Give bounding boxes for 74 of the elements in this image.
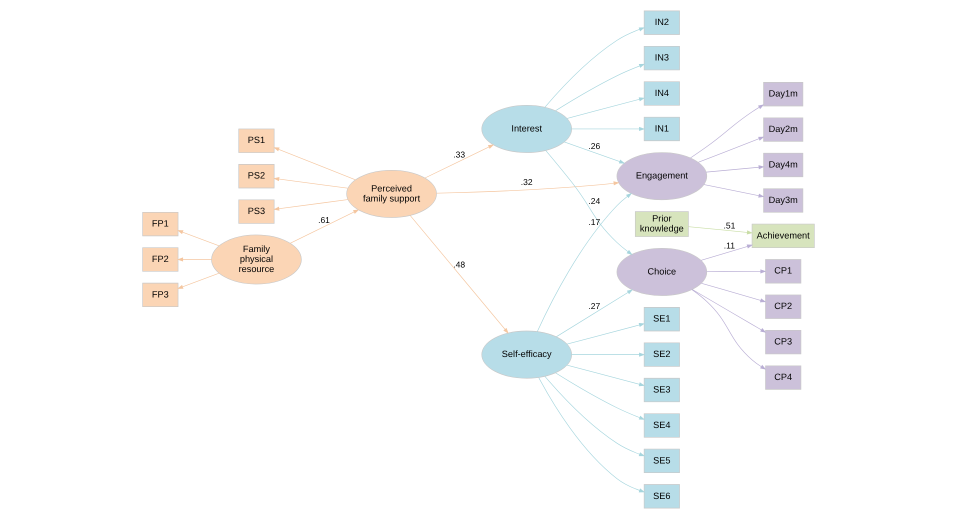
edge-label: .33 bbox=[452, 149, 465, 160]
node-box: Prior knowledge bbox=[634, 211, 688, 237]
node-box: IN3 bbox=[643, 46, 680, 70]
node-box: SE6 bbox=[643, 484, 680, 508]
node-box: Day2m bbox=[762, 117, 803, 142]
arrow bbox=[554, 64, 645, 112]
node-box: SE2 bbox=[643, 342, 680, 367]
arrow bbox=[692, 289, 766, 333]
arrow bbox=[272, 147, 356, 180]
arrow bbox=[703, 184, 764, 198]
arrow bbox=[555, 289, 632, 338]
arrow bbox=[698, 136, 764, 163]
arrow bbox=[290, 209, 359, 244]
node-ellipse: Self-efficacy bbox=[480, 330, 572, 379]
node-box: IN2 bbox=[643, 10, 680, 35]
arrow bbox=[566, 364, 644, 386]
arrow bbox=[700, 244, 752, 261]
arrow bbox=[570, 126, 644, 132]
arrow bbox=[176, 272, 219, 289]
arrow bbox=[705, 165, 764, 172]
node-box: FP1 bbox=[142, 212, 178, 236]
edge-label: .24 bbox=[588, 196, 600, 206]
node-box: SE4 bbox=[643, 413, 680, 438]
node-box: IN1 bbox=[643, 116, 680, 142]
node-box: Achievement bbox=[751, 224, 814, 248]
node-ellipse: Perceived family support bbox=[346, 170, 436, 218]
node-box: Day4m bbox=[762, 152, 803, 178]
node-box: PS2 bbox=[238, 164, 274, 188]
edge-label: .48 bbox=[452, 260, 465, 270]
edge-label: .11 bbox=[723, 240, 735, 251]
arrow bbox=[700, 282, 766, 302]
node-box: PS3 bbox=[238, 199, 274, 224]
node-ellipse: Interest bbox=[480, 105, 572, 153]
arrow bbox=[176, 257, 212, 262]
node-box: CP3 bbox=[764, 330, 801, 354]
node-ellipse: Family physical resource bbox=[210, 234, 302, 284]
arrow bbox=[706, 269, 766, 274]
node-box: FP3 bbox=[142, 282, 178, 308]
edge-label: .51 bbox=[723, 220, 735, 230]
edge-label: .17 bbox=[588, 216, 600, 227]
node-box: Day1m bbox=[762, 82, 803, 106]
arrow bbox=[554, 372, 645, 420]
node-box: SE3 bbox=[643, 378, 680, 402]
arrow bbox=[566, 97, 644, 119]
arrow bbox=[409, 215, 508, 334]
edge-label: .26 bbox=[588, 140, 600, 151]
arrow bbox=[570, 352, 644, 357]
node-box: FP2 bbox=[142, 247, 178, 272]
arrow bbox=[538, 377, 644, 492]
edge-label: .27 bbox=[588, 300, 600, 311]
arrow bbox=[436, 181, 619, 194]
node-box: IN4 bbox=[643, 81, 680, 106]
arrow bbox=[176, 230, 219, 246]
arrow bbox=[691, 289, 766, 370]
node-box: CP4 bbox=[764, 365, 801, 390]
arrow bbox=[544, 150, 632, 255]
node-box: SE5 bbox=[643, 448, 680, 474]
arrow bbox=[544, 27, 644, 108]
node-box: CP1 bbox=[764, 259, 801, 284]
arrow bbox=[566, 323, 644, 344]
edge-label: .61 bbox=[318, 215, 330, 226]
arrow bbox=[544, 376, 644, 456]
arrow bbox=[690, 104, 764, 158]
node-box: SE1 bbox=[643, 307, 680, 332]
arrow bbox=[688, 226, 752, 234]
arrow bbox=[272, 199, 348, 211]
arrow bbox=[272, 177, 348, 189]
arrow bbox=[563, 142, 625, 164]
arrow bbox=[536, 192, 632, 332]
node-box: PS1 bbox=[238, 128, 274, 153]
arrow bbox=[424, 144, 494, 178]
node-box: Day3m bbox=[762, 188, 803, 213]
edge-label: .32 bbox=[520, 176, 532, 187]
node-box: CP2 bbox=[764, 294, 801, 319]
